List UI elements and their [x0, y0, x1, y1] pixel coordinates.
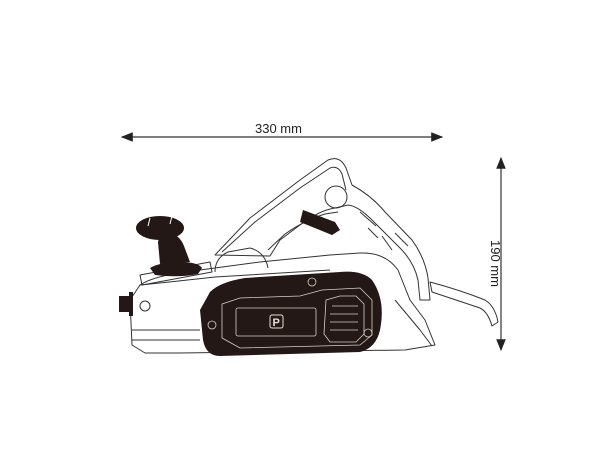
width-dimension-label: 330 mm — [255, 121, 302, 136]
depth-knob — [136, 215, 202, 277]
front-screw — [119, 296, 129, 312]
body-outline — [129, 252, 436, 354]
power-cord — [429, 281, 499, 327]
p-logo-icon — [269, 314, 284, 329]
height-dimension-label: 190 mm — [488, 240, 503, 287]
belt-cover: P — [200, 271, 382, 356]
svg-text:P: P — [273, 317, 280, 329]
trigger — [300, 210, 340, 235]
